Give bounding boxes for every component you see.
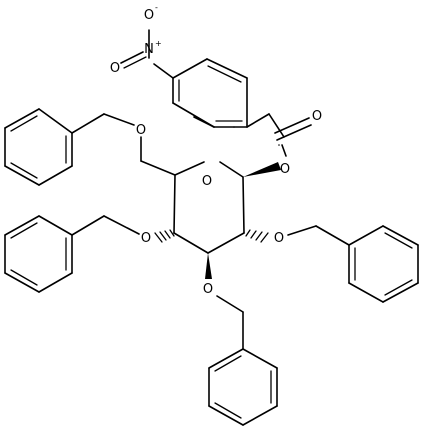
c4-hashed-bond (154, 229, 175, 243)
nitro-nitrogen-label: N (144, 42, 154, 57)
c3-wedge-bond (205, 253, 212, 279)
benzyl-o3 (205, 253, 278, 426)
carbonyl-oxygen-label: O (312, 109, 322, 124)
nitrogen-charge: + (155, 39, 162, 48)
o4-oxygen-label: O (141, 231, 151, 246)
benzyl-o2 (245, 225, 419, 303)
c1-wedge-bond (243, 162, 281, 177)
nitro-oxygen-left-label: O (110, 61, 120, 76)
o6-oxygen-label: O (136, 123, 146, 138)
pyranose-ring (173, 161, 245, 254)
benzyl-o6 (4, 108, 176, 186)
c2-hashed-bond (245, 229, 269, 243)
ring-oxygen-label: O (202, 174, 212, 189)
ester-oxygen-label: O (280, 162, 290, 177)
atom-labels: O O O O O O O N + O - O (110, 3, 322, 297)
nitro-oxygen-top-label: O (144, 8, 154, 23)
o3-oxygen-label: O (203, 282, 213, 297)
nitrobenzoate-ester (120, 29, 312, 177)
oxygen-charge: - (155, 3, 158, 12)
benzyl-o4 (4, 215, 175, 293)
o2-oxygen-label: O (274, 231, 284, 246)
